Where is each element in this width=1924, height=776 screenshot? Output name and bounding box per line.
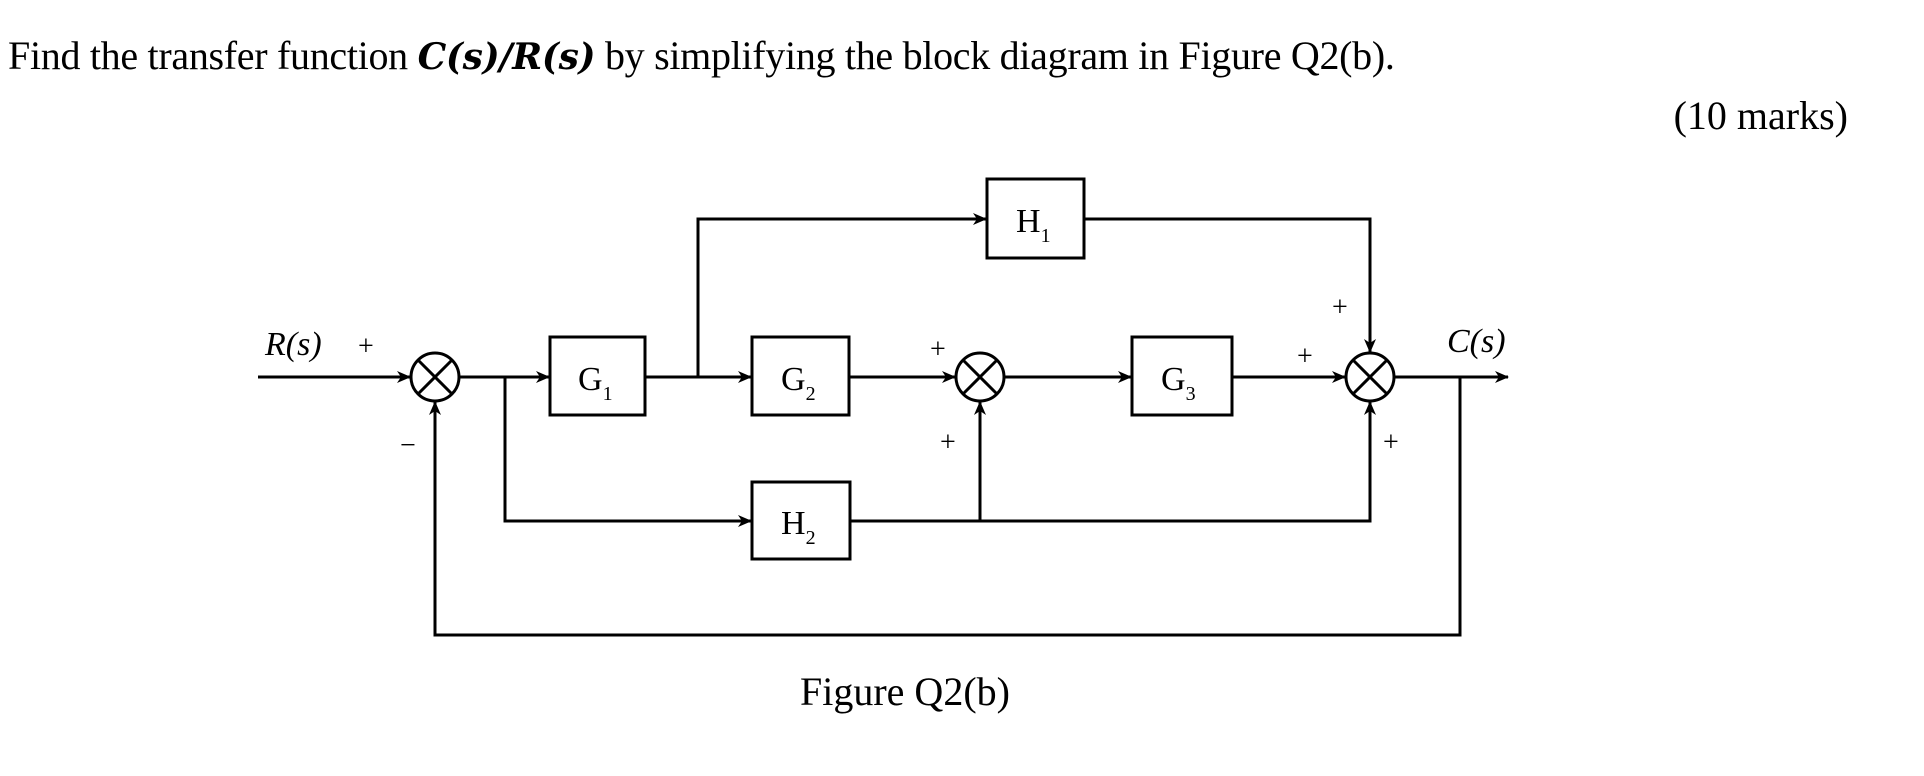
- sign-s1-left: +: [358, 331, 374, 362]
- output-label: C(s): [1447, 323, 1506, 360]
- figure-caption: Figure Q2(b): [800, 669, 1010, 714]
- question-prefix: Find the transfer function: [8, 33, 418, 78]
- block-g2: [750, 335, 851, 417]
- summing-junction-3: [1344, 351, 1396, 403]
- summing-junction-2: [954, 351, 1006, 403]
- block-g3-label: G3: [1161, 361, 1196, 405]
- sign-s3-left: +: [1297, 341, 1313, 372]
- sign-s3-bottom: +: [1383, 427, 1399, 458]
- wire-s1-h2: [503, 377, 752, 527]
- marks-label: (10 marks): [1673, 93, 1848, 138]
- sign-s2-bottom: +: [940, 427, 956, 458]
- summing-junction-1: [409, 351, 461, 403]
- sign-s2-left: +: [930, 334, 946, 365]
- wire-h2-s3: [850, 401, 1376, 523]
- block-h1-label: H1: [1016, 203, 1051, 247]
- transfer-function-math: C(s)/R(s): [417, 36, 596, 78]
- wire-h1-s3: [1084, 217, 1376, 353]
- block-g3: [1130, 335, 1234, 417]
- question-suffix: by simplifying the block diagram in Figu…: [595, 33, 1395, 78]
- question-text: Find the transfer function C(s)/R(s) by …: [8, 32, 1395, 79]
- block-h1: [985, 177, 1086, 260]
- sign-s1-bottom: −: [400, 430, 416, 461]
- wire-feedback: [429, 377, 1462, 637]
- block-h2-label: H2: [781, 505, 816, 549]
- block-h2: [750, 480, 852, 561]
- wire-g1-h1: [696, 213, 987, 377]
- block-g2-label: G2: [781, 361, 816, 405]
- input-label: R(s): [264, 326, 322, 363]
- block-g1: [548, 335, 647, 417]
- sign-s3-top: +: [1332, 292, 1348, 323]
- block-g1-label: G1: [578, 361, 613, 405]
